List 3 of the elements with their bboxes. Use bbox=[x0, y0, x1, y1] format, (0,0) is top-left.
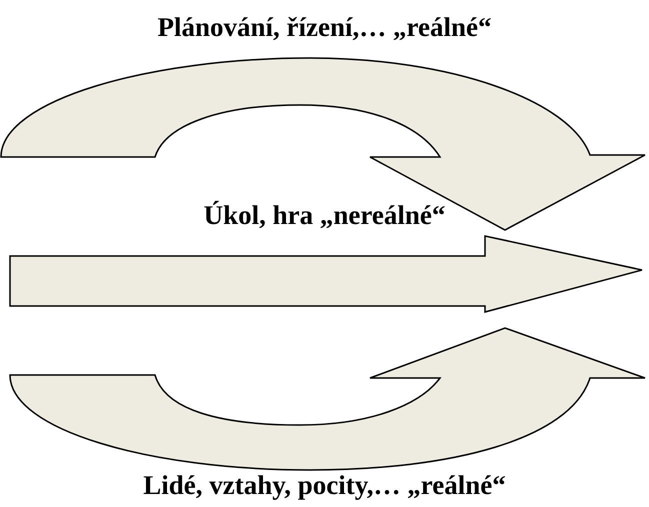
heading-text: Úkol, hra „nereálné“ bbox=[204, 200, 446, 230]
heading-text: Plánování, řízení,… „reálné“ bbox=[158, 12, 492, 42]
heading-text: Lidé, vztahy, pocity,… „reálné“ bbox=[143, 470, 506, 500]
